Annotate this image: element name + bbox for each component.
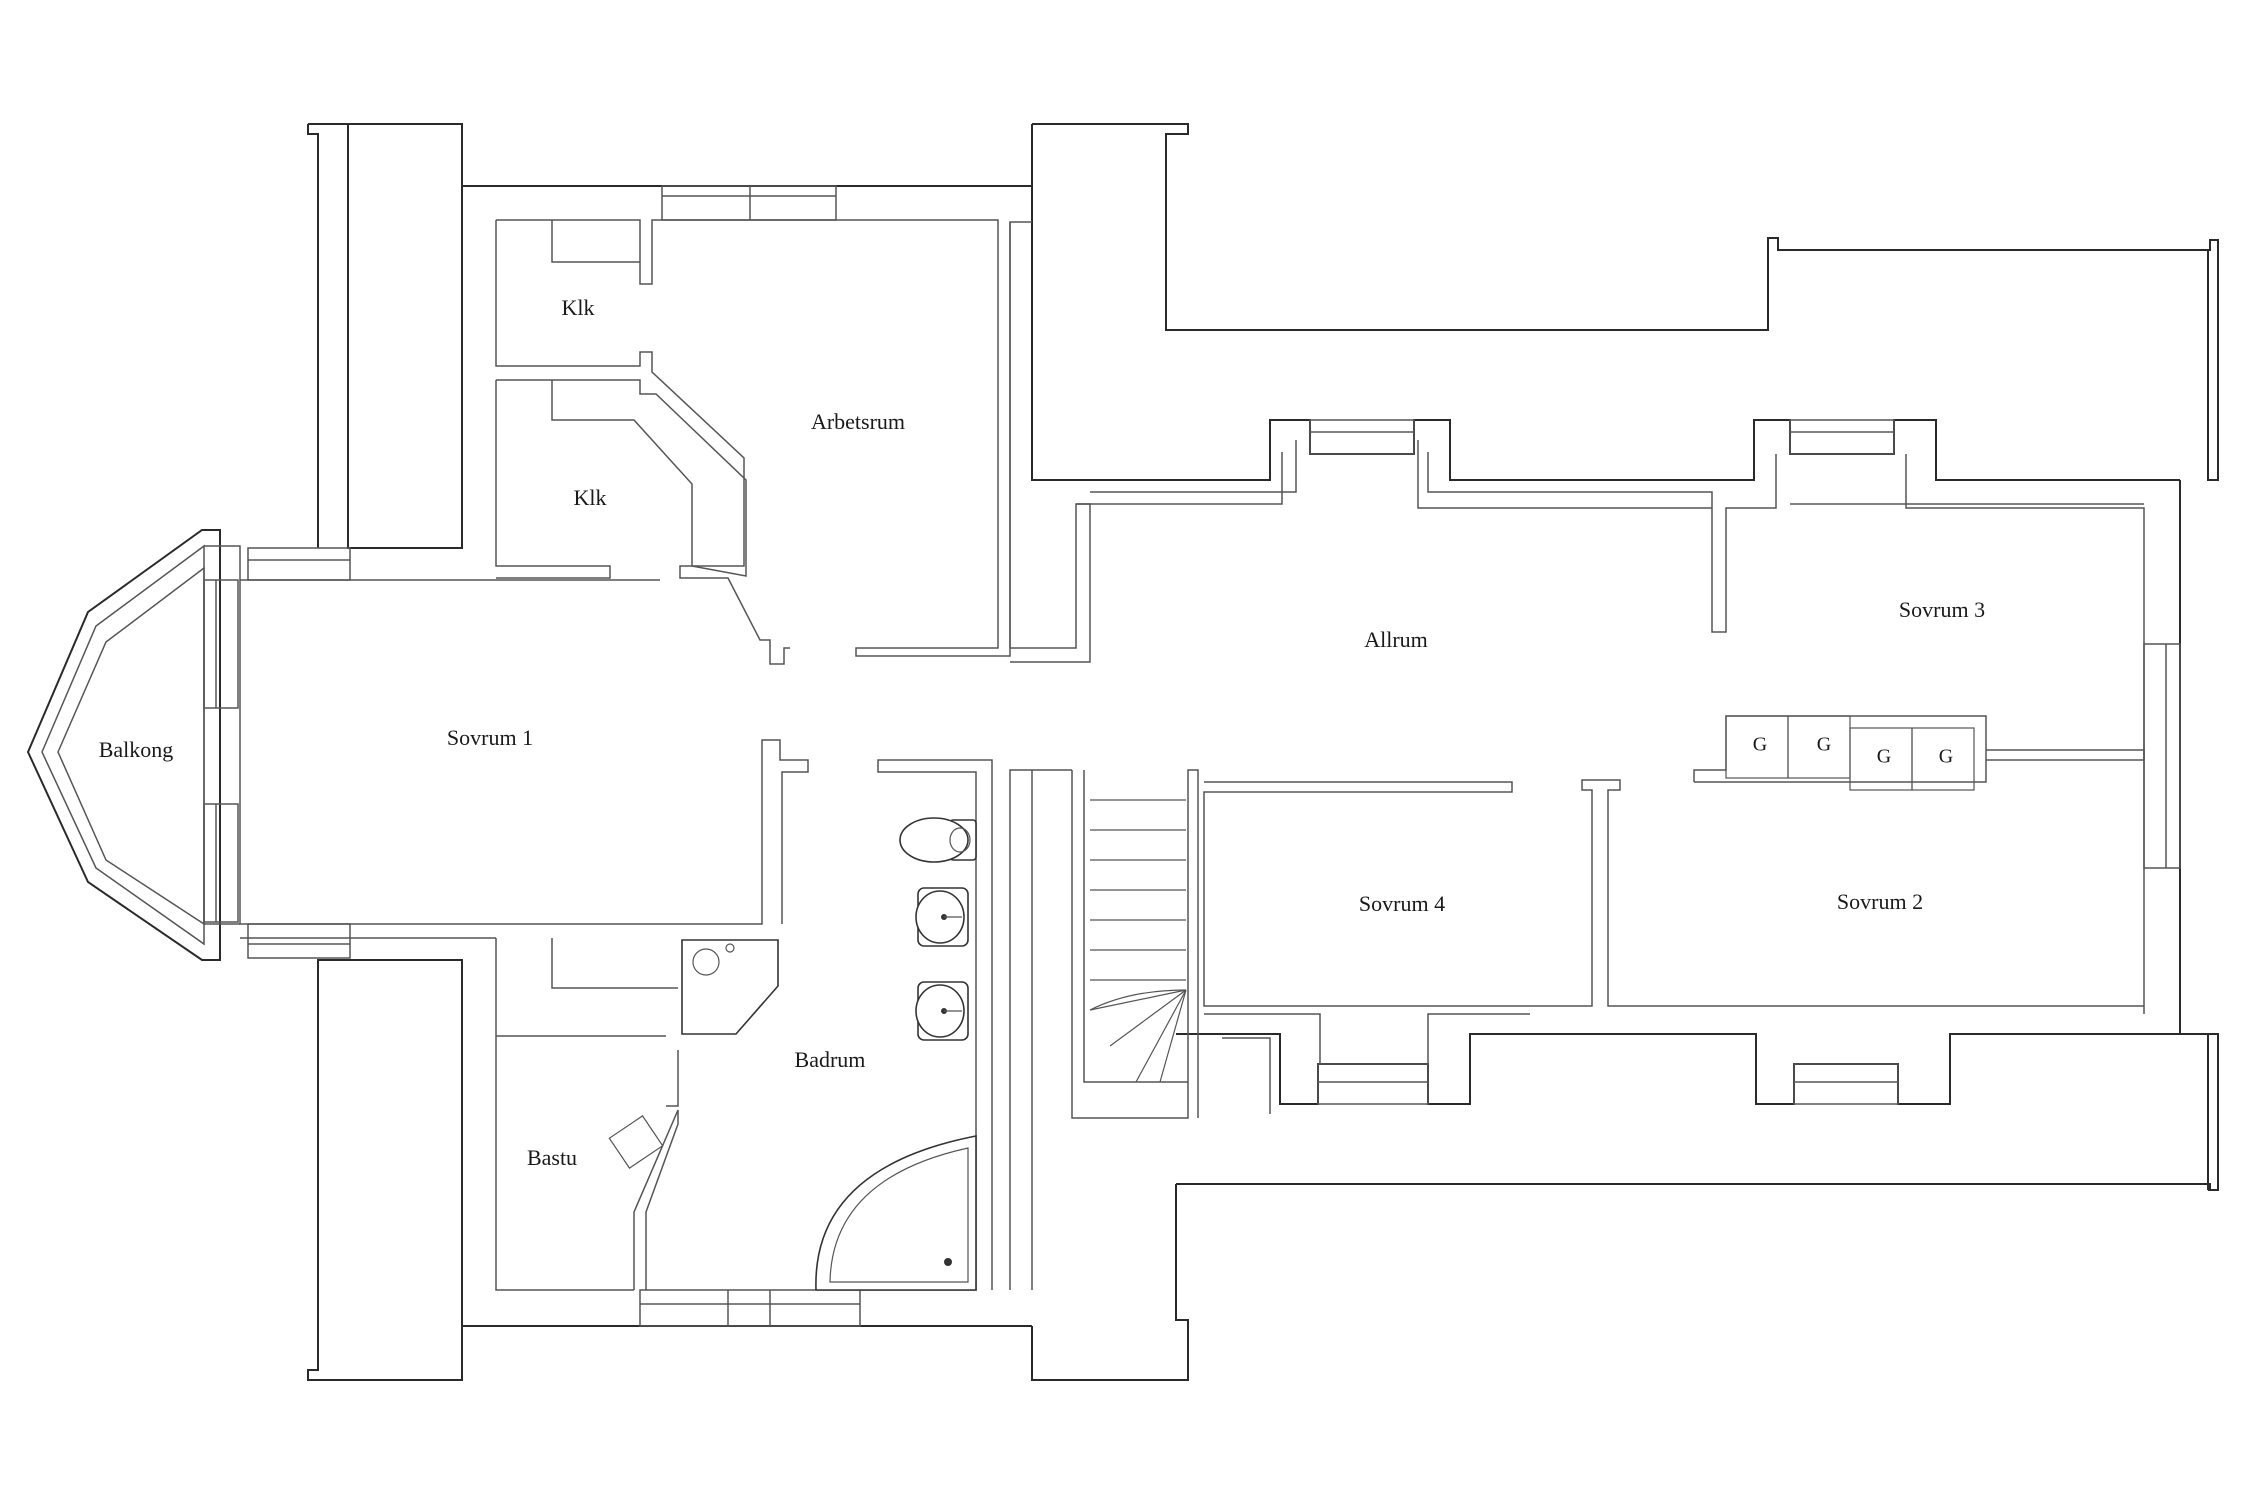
room-label-klk-upper: Klk <box>562 295 595 320</box>
stair-step <box>1109 989 1187 1047</box>
wall-line <box>1427 452 1777 633</box>
wall-line <box>495 220 790 665</box>
wall-line <box>496 219 1032 657</box>
balcony-outline <box>26 529 221 961</box>
wardrobes: G G G G <box>1725 715 1975 791</box>
room-label-sovrum-4: Sovrum 4 <box>1359 891 1445 916</box>
wall-line <box>1076 452 1283 505</box>
closet-label: G <box>1877 746 1891 768</box>
wall-line <box>551 220 640 263</box>
wall-line <box>2179 480 2219 1191</box>
wall-line <box>666 1050 679 1107</box>
window <box>203 803 239 923</box>
wall-line <box>1176 1183 2211 1190</box>
closet-label: G <box>1939 746 1953 768</box>
window <box>1793 1063 1899 1105</box>
bathtub-icon <box>815 1135 977 1291</box>
shower-icon <box>681 939 779 1035</box>
closet-label: G <box>1753 734 1767 756</box>
window <box>661 185 837 221</box>
room-label-balkong: Balkong <box>99 737 174 762</box>
toilet-icon <box>899 817 969 863</box>
wall-line <box>1427 1013 1530 1064</box>
window <box>639 1289 861 1327</box>
wall-line <box>1905 454 2145 1014</box>
room-label-badrum: Badrum <box>795 1047 866 1072</box>
wall-line <box>1031 124 2180 481</box>
bathtub-drain-icon <box>944 1258 952 1266</box>
room-label-klk-lower: Klk <box>574 485 607 510</box>
window <box>1309 419 1415 455</box>
room-label-sovrum-3: Sovrum 3 <box>1899 597 1985 622</box>
windows <box>203 185 2181 1327</box>
stair-step <box>1089 989 1187 1011</box>
wall-line <box>633 1109 679 1290</box>
wall-line <box>551 938 678 989</box>
room-label-allrum: Allrum <box>1364 627 1428 652</box>
wall-line <box>495 938 634 1291</box>
sink-basin-icon <box>915 984 965 1038</box>
stairs <box>1089 799 1187 1083</box>
wall-line <box>1693 715 1987 783</box>
closet-label: G <box>1817 734 1831 756</box>
room-label-sovrum-1: Sovrum 1 <box>447 725 533 750</box>
bathroom-fixtures <box>608 817 977 1291</box>
wall-line <box>1090 440 1297 493</box>
wall-line <box>1222 1037 1271 1114</box>
wall-line <box>1204 1013 1321 1064</box>
room-label-arbetsrum: Arbetsrum <box>811 409 905 434</box>
wall-line <box>1417 440 1712 509</box>
wall-line <box>1203 779 2144 1007</box>
room-label-sovrum-2: Sovrum 2 <box>1837 889 1923 914</box>
wall-block <box>1032 123 2219 481</box>
wall-line <box>1071 769 1199 1119</box>
balcony-inner <box>57 566 205 926</box>
wall-line <box>1986 749 2145 761</box>
wall-line <box>496 379 747 577</box>
wall-line <box>307 124 319 548</box>
wall-block <box>308 123 463 549</box>
room-labels: Balkong Sovrum 1 Klk Klk Arbetsrum Allru… <box>99 295 1985 1170</box>
window <box>247 547 351 581</box>
wall-line <box>551 380 693 566</box>
window <box>1317 1063 1429 1105</box>
shower-drain-icon <box>692 948 720 976</box>
window <box>1789 419 1895 455</box>
wall-line <box>204 545 241 580</box>
sink-basin-icon <box>915 890 965 944</box>
window <box>247 923 351 959</box>
window <box>203 579 239 709</box>
wall-line <box>495 380 611 579</box>
shower-head-icon <box>725 943 735 953</box>
wall-line <box>1009 769 1072 1290</box>
wardrobe <box>1911 727 1975 791</box>
room-label-bastu: Bastu <box>527 1145 577 1170</box>
bathtub-inner-icon <box>829 1147 969 1283</box>
wall-line <box>1009 222 1091 663</box>
wall-line <box>1031 1184 1189 1381</box>
wall-line <box>1083 770 1188 1083</box>
stair-step <box>1159 989 1187 1083</box>
window <box>2143 643 2181 869</box>
outer-structure <box>307 123 2219 1381</box>
sauna-heater-icon <box>608 1115 664 1169</box>
stair-step <box>1089 989 1187 1011</box>
toilet-seat-icon <box>949 827 971 853</box>
wall-line <box>1176 1033 2209 1190</box>
wall-block <box>307 959 463 1381</box>
stair-step <box>1135 989 1187 1083</box>
wall-line <box>239 580 809 925</box>
